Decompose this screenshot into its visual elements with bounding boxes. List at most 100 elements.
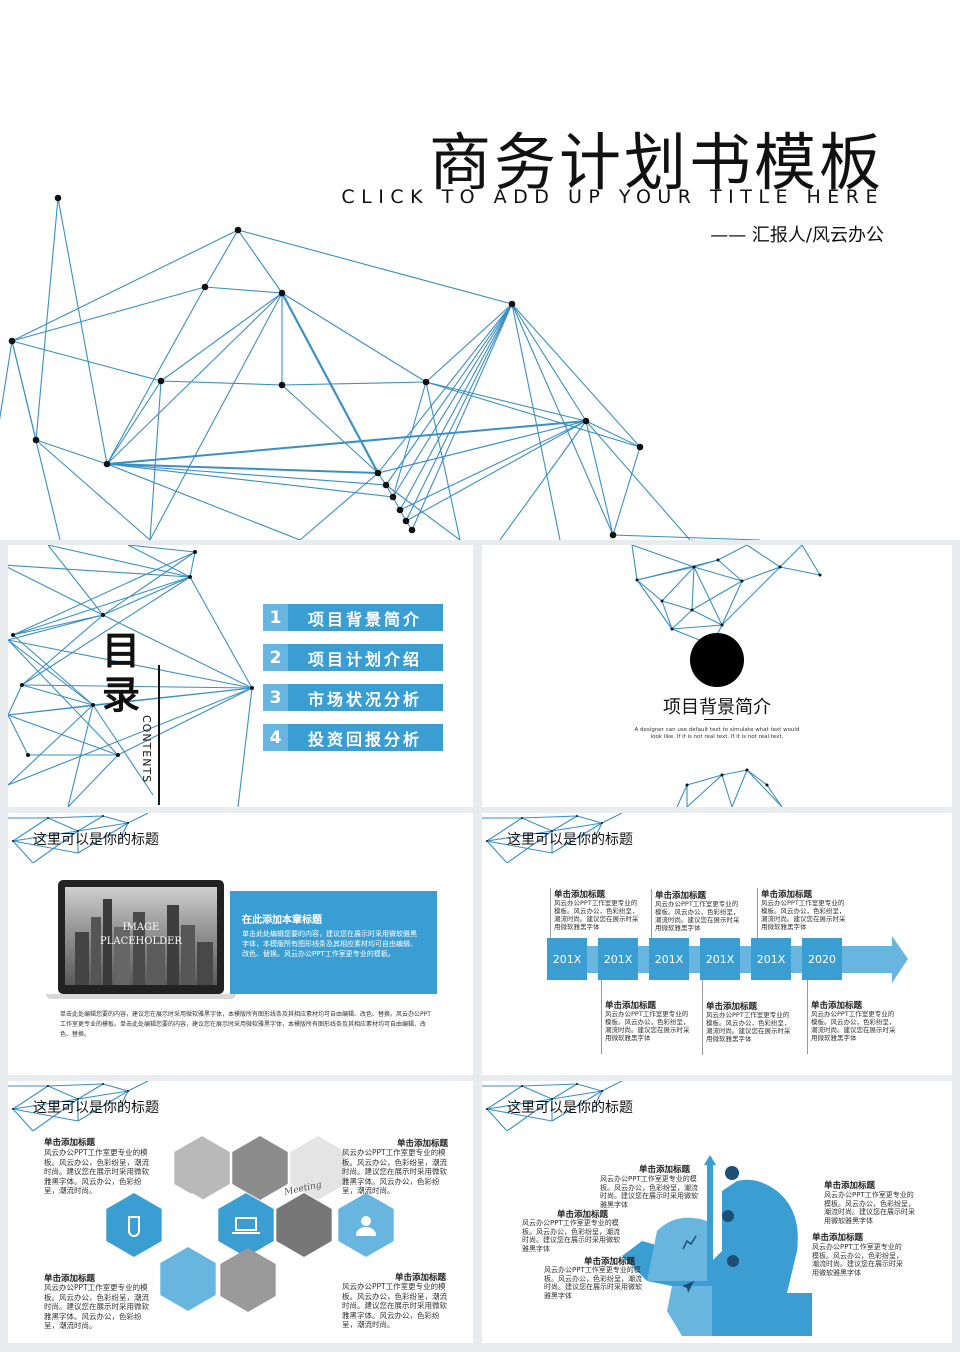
network-line (717, 545, 748, 561)
photo-team-hex (174, 1136, 230, 1200)
toc-text: 项目计划介绍 (308, 649, 423, 669)
network-node (601, 822, 603, 824)
toc-divider (158, 665, 160, 805)
network-line (377, 420, 587, 474)
network-line (721, 580, 743, 626)
network-line (721, 769, 748, 776)
network-line (631, 545, 638, 581)
toc-title: 目录 (102, 629, 141, 717)
network-line (35, 439, 108, 465)
network-line (717, 559, 743, 582)
cover-reporter: —— 汇报人/风云办公 (710, 225, 884, 246)
corner-network-graphic (482, 813, 622, 863)
network-line (12, 830, 79, 842)
support-icon (727, 1255, 739, 1267)
timeline-item-text-5: 风云办公PPT工作室更专业的模板。风云办公，色彩纷呈，潮流时尚。建议您在展示时采… (706, 1011, 791, 1043)
network-line (385, 303, 513, 486)
timeline-connector (550, 888, 551, 938)
timeline-connector (651, 889, 652, 938)
network-node (374, 469, 382, 477)
network-line (117, 822, 129, 844)
cover-slide[interactable]: 商务计划书模板 CLICK TO ADD UP YOUR TITLE HERE … (0, 0, 960, 540)
network-line (591, 1090, 603, 1112)
network-line (691, 609, 723, 626)
network-line (601, 813, 622, 824)
network-line (8, 714, 119, 756)
toc-item-2[interactable]: 2 项目计划介绍 (263, 644, 443, 671)
timeline-year-6: 2020 (802, 938, 842, 980)
photo-office-hex (276, 1193, 332, 1257)
network-node (582, 417, 590, 425)
timeline-connector (702, 980, 703, 1055)
network-node (20, 683, 24, 687)
network-node (278, 381, 286, 389)
hex-item-title-3: 单击添加标题 (44, 1274, 96, 1284)
network-line (585, 420, 614, 536)
corner-network-graphic (482, 1081, 622, 1131)
network-line (551, 1090, 603, 1122)
toc-num: 2 (263, 644, 288, 671)
laptop-base (46, 994, 236, 999)
mouse-icon (128, 1216, 140, 1237)
timeline-item-text-6: 风云办公PPT工作室更专业的模板。风云办公，色彩纷呈，潮流时尚。建议您在展示时采… (811, 1010, 896, 1042)
network-line (766, 784, 783, 807)
network-line (8, 639, 253, 689)
hex-slide[interactable]: 这里可以是你的标题 Meeting 单击添加标题 风云办公PPT工作室更专业的模… (8, 1081, 473, 1343)
network-line (392, 303, 513, 498)
network-line (576, 1083, 603, 1092)
network-line (671, 624, 723, 630)
timeline-connector (757, 888, 758, 938)
network-line (47, 545, 104, 616)
network-line (102, 815, 129, 824)
network-line (8, 704, 94, 786)
network-line (204, 286, 283, 294)
network-line (106, 292, 283, 465)
network-node (103, 460, 111, 468)
network-line (693, 559, 719, 568)
network-node (54, 194, 62, 202)
network-line (425, 381, 641, 448)
network-line (636, 579, 673, 630)
network-line (8, 566, 104, 616)
network-node (32, 436, 40, 444)
network-node (193, 550, 197, 554)
photo-businessman-hex (232, 1136, 288, 1200)
network-line (691, 580, 743, 611)
timeline-year-3: 201X (649, 938, 689, 980)
timeline-item-title-6: 单击添加标题 (811, 1001, 863, 1011)
network-node (690, 608, 694, 612)
network-line (32, 830, 79, 863)
network-node (692, 565, 696, 569)
hex-item-title-4: 单击添加标题 (395, 1273, 447, 1283)
photo-typing-hex (220, 1248, 276, 1312)
section-title: 项目背景简介 (663, 697, 771, 718)
timeline-year-5: 201X (751, 938, 791, 980)
network-node (508, 300, 516, 308)
network-line (486, 817, 523, 842)
network-node (576, 1083, 578, 1085)
toc-num: 3 (263, 684, 288, 711)
section-slide[interactable]: 项目背景简介 A designer can use default text t… (482, 545, 952, 807)
network-node (12, 1108, 14, 1110)
network-line (47, 545, 191, 578)
network-line (281, 292, 427, 383)
timeline-year-4: 201X (700, 938, 740, 980)
network-node (778, 565, 782, 569)
network-line (721, 774, 733, 807)
network-node (396, 506, 404, 514)
network-line (127, 545, 191, 578)
network-node (12, 840, 14, 842)
laptop-slide[interactable]: 这里可以是你的标题 IMAGE PLACEHOLDER 在此添加本章标题 单击此… (8, 813, 473, 1075)
user-icon (361, 1216, 371, 1226)
network-node (636, 443, 644, 451)
hex-item-text-1: 风云办公PPT工作室更专业的模板。风云办公，色彩纷呈，潮流时尚。建议您在展示时采… (44, 1148, 149, 1195)
timeline-year-2: 201X (598, 938, 638, 980)
infographic-slide[interactable]: 这里可以是你的标题 单击添加标题 风云办公PPT工作室更专业的模板。风云办公，色… (482, 1081, 952, 1343)
network-node (77, 830, 79, 832)
network-line (11, 286, 206, 342)
